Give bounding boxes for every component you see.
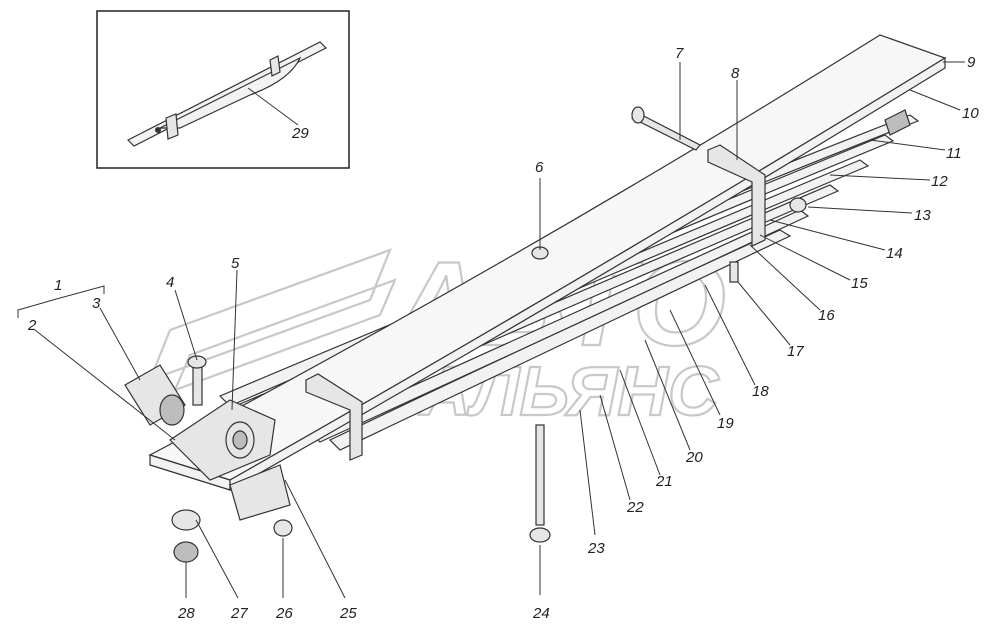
- callout-27: 27: [230, 605, 248, 622]
- callout-26: 26: [275, 605, 293, 622]
- callout-4: 4: [166, 274, 174, 291]
- callout-21: 21: [655, 473, 673, 490]
- callout-6: 6: [535, 159, 544, 176]
- callout-11: 11: [946, 145, 962, 162]
- leader-lines: [17, 61, 965, 599]
- callout-10: 10: [962, 105, 979, 122]
- callout-24: 24: [532, 605, 550, 622]
- fasteners: [171, 106, 807, 563]
- callout-8: 8: [731, 65, 740, 82]
- callout-14: 14: [886, 245, 903, 262]
- callout-2: 2: [27, 317, 37, 334]
- callout-5: 5: [231, 255, 240, 272]
- callout-23: 23: [587, 540, 605, 557]
- callout-12: 12: [931, 173, 948, 190]
- callout-15: 15: [851, 275, 868, 292]
- callout-13: 13: [914, 207, 931, 224]
- callout-18: 18: [752, 383, 769, 400]
- callout-28: 28: [177, 605, 195, 622]
- callout-9: 9: [967, 54, 976, 71]
- callout-17: 17: [787, 343, 804, 360]
- callout-16: 16: [818, 307, 835, 324]
- callout-3: 3: [92, 295, 101, 312]
- callout-22: 22: [626, 499, 644, 516]
- callout-20: 20: [685, 449, 703, 466]
- callout-19: 19: [717, 415, 734, 432]
- callout-7: 7: [675, 45, 684, 62]
- callout-labels: 1 2 3 4 5 6 7 8 9 10 11 12 13 14 15 16 1…: [27, 45, 979, 622]
- spring-leaf-stack: [148, 34, 947, 492]
- spring-clamps: [305, 109, 911, 461]
- callout-29: 29: [291, 125, 309, 142]
- callout-25: 25: [339, 605, 357, 622]
- callout-1: 1: [54, 277, 62, 294]
- spring-eye-assembly: [124, 364, 291, 521]
- inset-view: [96, 10, 350, 169]
